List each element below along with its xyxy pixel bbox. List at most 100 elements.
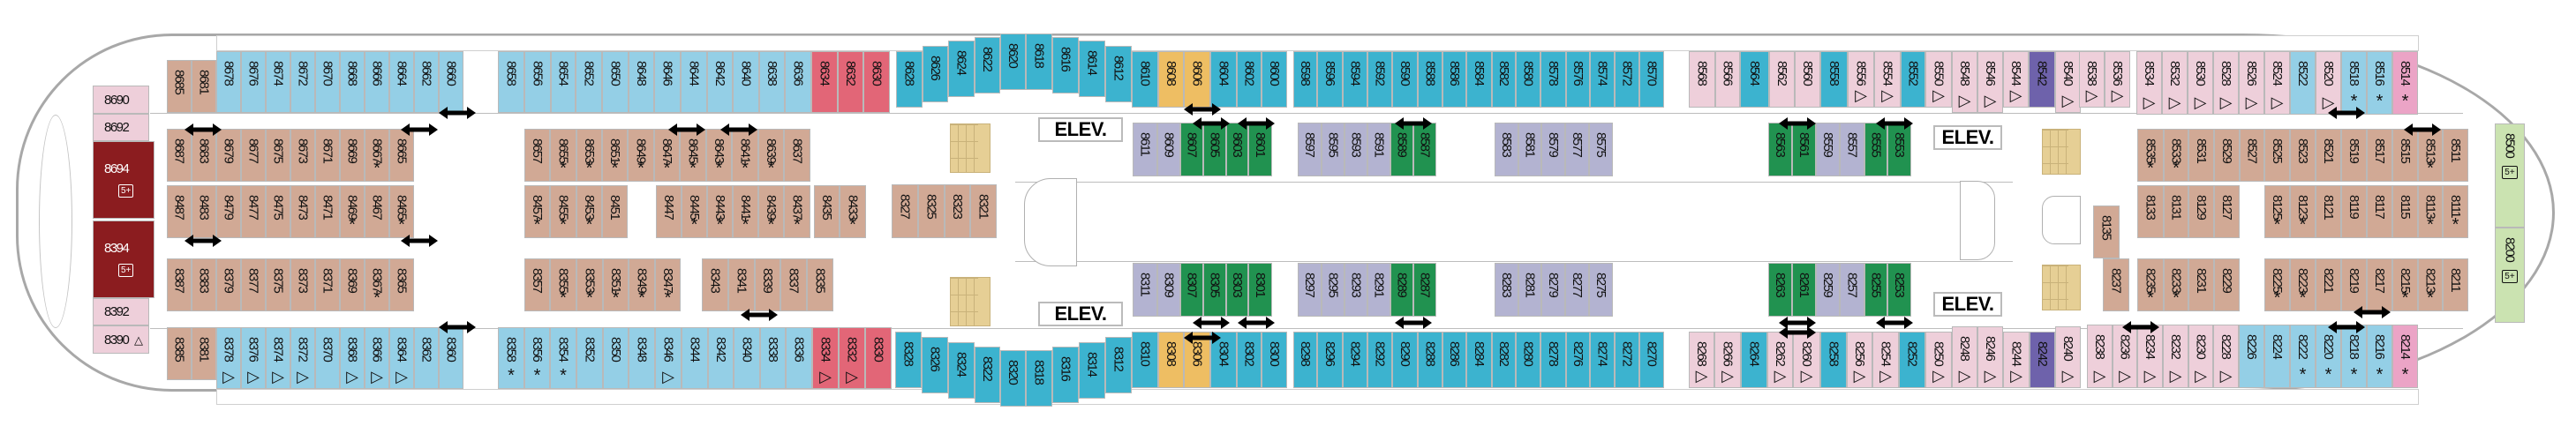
cabin-8641[interactable]: 8641* xyxy=(732,129,758,182)
cabin-8330[interactable]: 8330 xyxy=(865,327,892,389)
cabin-8220[interactable]: 8220* xyxy=(2316,325,2341,388)
cabin-8129[interactable]: 8129 xyxy=(2188,185,2214,238)
cabin-8302[interactable]: 8302 xyxy=(1237,332,1262,388)
cabin-8475[interactable]: 8475 xyxy=(266,185,290,238)
cabin-8293[interactable]: 8293 xyxy=(1344,263,1367,317)
cabin-8550[interactable]: 8550▷ xyxy=(1925,51,1952,108)
cabin-8514[interactable]: 8514* xyxy=(2392,51,2418,115)
cabin-8604[interactable]: 8604 xyxy=(1210,51,1237,108)
cabin-8603[interactable]: 8603 xyxy=(1226,123,1248,176)
cabin-8628[interactable]: 8628 xyxy=(896,51,923,108)
cabin-8357[interactable]: 8357 xyxy=(524,258,550,311)
cabin-8346[interactable]: 8346▷ xyxy=(655,327,682,389)
cabin-8375[interactable]: 8375 xyxy=(266,258,290,311)
cabin-8230[interactable]: 8230▷ xyxy=(2188,325,2213,388)
cabin-8314[interactable]: 8314 xyxy=(1079,342,1105,399)
cabin-8250[interactable]: 8250▷ xyxy=(1925,332,1952,388)
cabin-8340[interactable]: 8340 xyxy=(734,327,760,389)
cabin-8295[interactable]: 8295 xyxy=(1322,263,1344,317)
cabin-8327[interactable]: 8327 xyxy=(892,184,918,238)
cabin-8255[interactable]: 8255 xyxy=(1864,263,1887,317)
cabin-8244[interactable]: 8244▷ xyxy=(2003,332,2030,388)
cabin-8609[interactable]: 8609 xyxy=(1157,123,1180,176)
cabin-8453[interactable]: 8453* xyxy=(576,185,602,238)
cabin-8620[interactable]: 8620 xyxy=(1000,34,1026,90)
cabin-8233[interactable]: 8233* xyxy=(2164,258,2188,311)
cabin-8280[interactable]: 8280 xyxy=(1516,332,1540,388)
cabin-8660[interactable]: 8660 xyxy=(439,51,463,113)
cabin-8520[interactable]: 8520▷ xyxy=(2316,51,2341,115)
cabin-8511[interactable]: 8511 xyxy=(2443,129,2468,182)
cabin-8234[interactable]: 8234▷ xyxy=(2137,325,2163,388)
cabin-8217[interactable]: 8217 xyxy=(2367,258,2392,311)
cabin-8665[interactable]: 8665 xyxy=(389,129,414,182)
cabin-8362[interactable]: 8362 xyxy=(414,327,439,389)
cabin-8593[interactable]: 8593 xyxy=(1344,123,1367,176)
cabin-8135[interactable]: 8135 xyxy=(2093,206,2120,258)
cabin-8318[interactable]: 8318 xyxy=(1026,350,1052,407)
cabin-8652[interactable]: 8652 xyxy=(576,51,602,113)
cabin-8675[interactable]: 8675 xyxy=(266,129,290,182)
cabin-8289[interactable]: 8289 xyxy=(1390,263,1413,317)
cabin-8338[interactable]: 8338 xyxy=(760,327,786,389)
cabin-8272[interactable]: 8272 xyxy=(1615,332,1639,388)
cabin-8560[interactable]: 8560 xyxy=(1795,51,1820,108)
cabin-8477[interactable]: 8477 xyxy=(241,185,266,238)
cabin-8441[interactable]: 8441* xyxy=(733,185,758,238)
cabin-8236[interactable]: 8236▷ xyxy=(2113,325,2137,388)
cabin-8224[interactable]: 8224 xyxy=(2264,325,2290,388)
cabin-8579[interactable]: 8579 xyxy=(1541,123,1565,176)
cabin-8637[interactable]: 8637 xyxy=(784,129,810,182)
cabin-8586[interactable]: 8586 xyxy=(1442,51,1466,108)
cabin-8645[interactable]: 8645* xyxy=(680,129,706,182)
cabin-8653[interactable]: 8653* xyxy=(576,129,602,182)
cabin-8277[interactable]: 8277 xyxy=(1565,263,1589,317)
cabin-8605[interactable]: 8605 xyxy=(1203,123,1226,176)
cabin-8268[interactable]: 8268▷ xyxy=(1689,332,1714,388)
cabin-8308[interactable]: 8308 xyxy=(1158,332,1184,388)
cabin-8678[interactable]: 8678 xyxy=(216,51,241,113)
cabin-8455[interactable]: 8455* xyxy=(550,185,576,238)
cabin-8221[interactable]: 8221 xyxy=(2316,258,2341,311)
cabin-8216[interactable]: 8216* xyxy=(2367,325,2392,388)
cabin-8369[interactable]: 8369 xyxy=(340,258,365,311)
cabin-8113[interactable]: 8113* xyxy=(2418,185,2443,238)
cabin-8687[interactable]: 8687 xyxy=(167,129,192,182)
cabin-8225[interactable]: 8225* xyxy=(2264,258,2290,311)
cabin-8373[interactable]: 8373 xyxy=(290,258,315,311)
cabin-8215[interactable]: 8215* xyxy=(2392,258,2418,311)
cabin-8296[interactable]: 8296 xyxy=(1317,332,1343,388)
cabin-8557[interactable]: 8557 xyxy=(1840,123,1864,176)
cabin-8513[interactable]: 8513* xyxy=(2418,129,2443,182)
cabin-8364[interactable]: 8364▷ xyxy=(389,327,414,389)
cabin-8284[interactable]: 8284 xyxy=(1466,332,1492,388)
cabin-8670[interactable]: 8670 xyxy=(315,51,340,113)
cabin-8133[interactable]: 8133 xyxy=(2137,185,2164,238)
cabin-8582[interactable]: 8582 xyxy=(1492,51,1516,108)
cabin-8354[interactable]: 8354* xyxy=(550,327,576,389)
cabin-8383[interactable]: 8383 xyxy=(192,258,216,311)
cabin-8521[interactable]: 8521 xyxy=(2316,129,2341,182)
cabin-8622[interactable]: 8622 xyxy=(975,37,1000,93)
cabin-8223[interactable]: 8223* xyxy=(2290,258,2316,311)
cabin-8246[interactable]: 8246▷ xyxy=(1977,326,2003,388)
cabin-8278[interactable]: 8278 xyxy=(1540,332,1566,388)
cabin-8337[interactable]: 8337 xyxy=(780,258,807,311)
cabin-8237[interactable]: 8237 xyxy=(2103,258,2129,311)
cabin-8479[interactable]: 8479 xyxy=(216,185,241,238)
cabin-8256[interactable]: 8256▷ xyxy=(1847,332,1872,388)
cabin-8523[interactable]: 8523 xyxy=(2290,129,2316,182)
cabin-8378[interactable]: 8378▷ xyxy=(216,327,241,389)
cabin-8261[interactable]: 8261 xyxy=(1792,263,1816,317)
cabin-8671[interactable]: 8671 xyxy=(315,129,340,182)
cabin-8553[interactable]: 8553 xyxy=(1887,123,1911,176)
cabin-8342[interactable]: 8342 xyxy=(708,327,734,389)
cabin-8287[interactable]: 8287 xyxy=(1413,263,1436,317)
cabin-8666[interactable]: 8666 xyxy=(365,51,389,113)
cabin-8332[interactable]: 8332▷ xyxy=(839,327,865,389)
cabin-8532[interactable]: 8532▷ xyxy=(2162,51,2188,115)
cabin-8115[interactable]: 8115 xyxy=(2392,185,2418,238)
cabin-8587[interactable]: 8587 xyxy=(1413,123,1436,176)
cabin-8322[interactable]: 8322 xyxy=(975,347,1000,403)
cabin-8596[interactable]: 8596 xyxy=(1317,51,1343,108)
